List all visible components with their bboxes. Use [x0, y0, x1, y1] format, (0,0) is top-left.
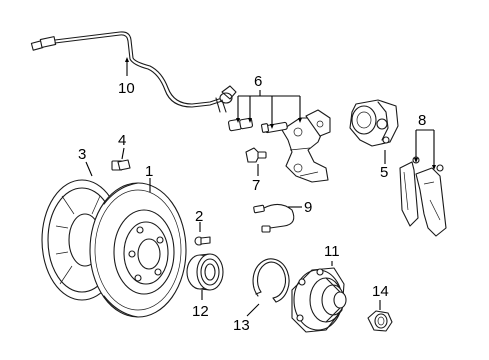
callout-9: 9 — [304, 199, 312, 216]
callout-8: 8 — [418, 112, 426, 129]
callout-14: 14 — [372, 283, 389, 300]
callout-7: 7 — [252, 177, 260, 194]
bolt — [111, 159, 131, 171]
abs-sensor-cable — [30, 31, 237, 113]
bleeder-screw — [245, 147, 267, 163]
callout-12: 12 — [192, 303, 209, 320]
leader-lines — [85, 62, 435, 317]
wheel-bearing — [186, 253, 224, 291]
wheel-hub — [291, 267, 347, 333]
brake-pads — [399, 156, 447, 237]
callout-4: 4 — [118, 132, 126, 149]
pad-wear-sensor — [253, 203, 295, 233]
axle-nut — [367, 310, 393, 332]
caliper-carrier — [281, 109, 331, 183]
callouts: 1 2 3 4 5 6 7 8 9 10 11 12 13 14 — [78, 73, 426, 334]
leader-arrowheads — [125, 57, 436, 170]
callout-6: 6 — [254, 73, 262, 90]
callout-11: 11 — [324, 243, 340, 260]
callout-2: 2 — [195, 208, 203, 225]
rotor-screw — [194, 236, 211, 246]
callout-1: 1 — [145, 163, 153, 180]
brake-rotor — [89, 182, 187, 318]
callout-3: 3 — [78, 146, 86, 163]
snap-ring — [252, 258, 290, 303]
callout-13: 13 — [233, 317, 250, 334]
brake-caliper — [349, 99, 399, 147]
callout-10: 10 — [118, 80, 135, 97]
callout-5: 5 — [380, 164, 388, 181]
